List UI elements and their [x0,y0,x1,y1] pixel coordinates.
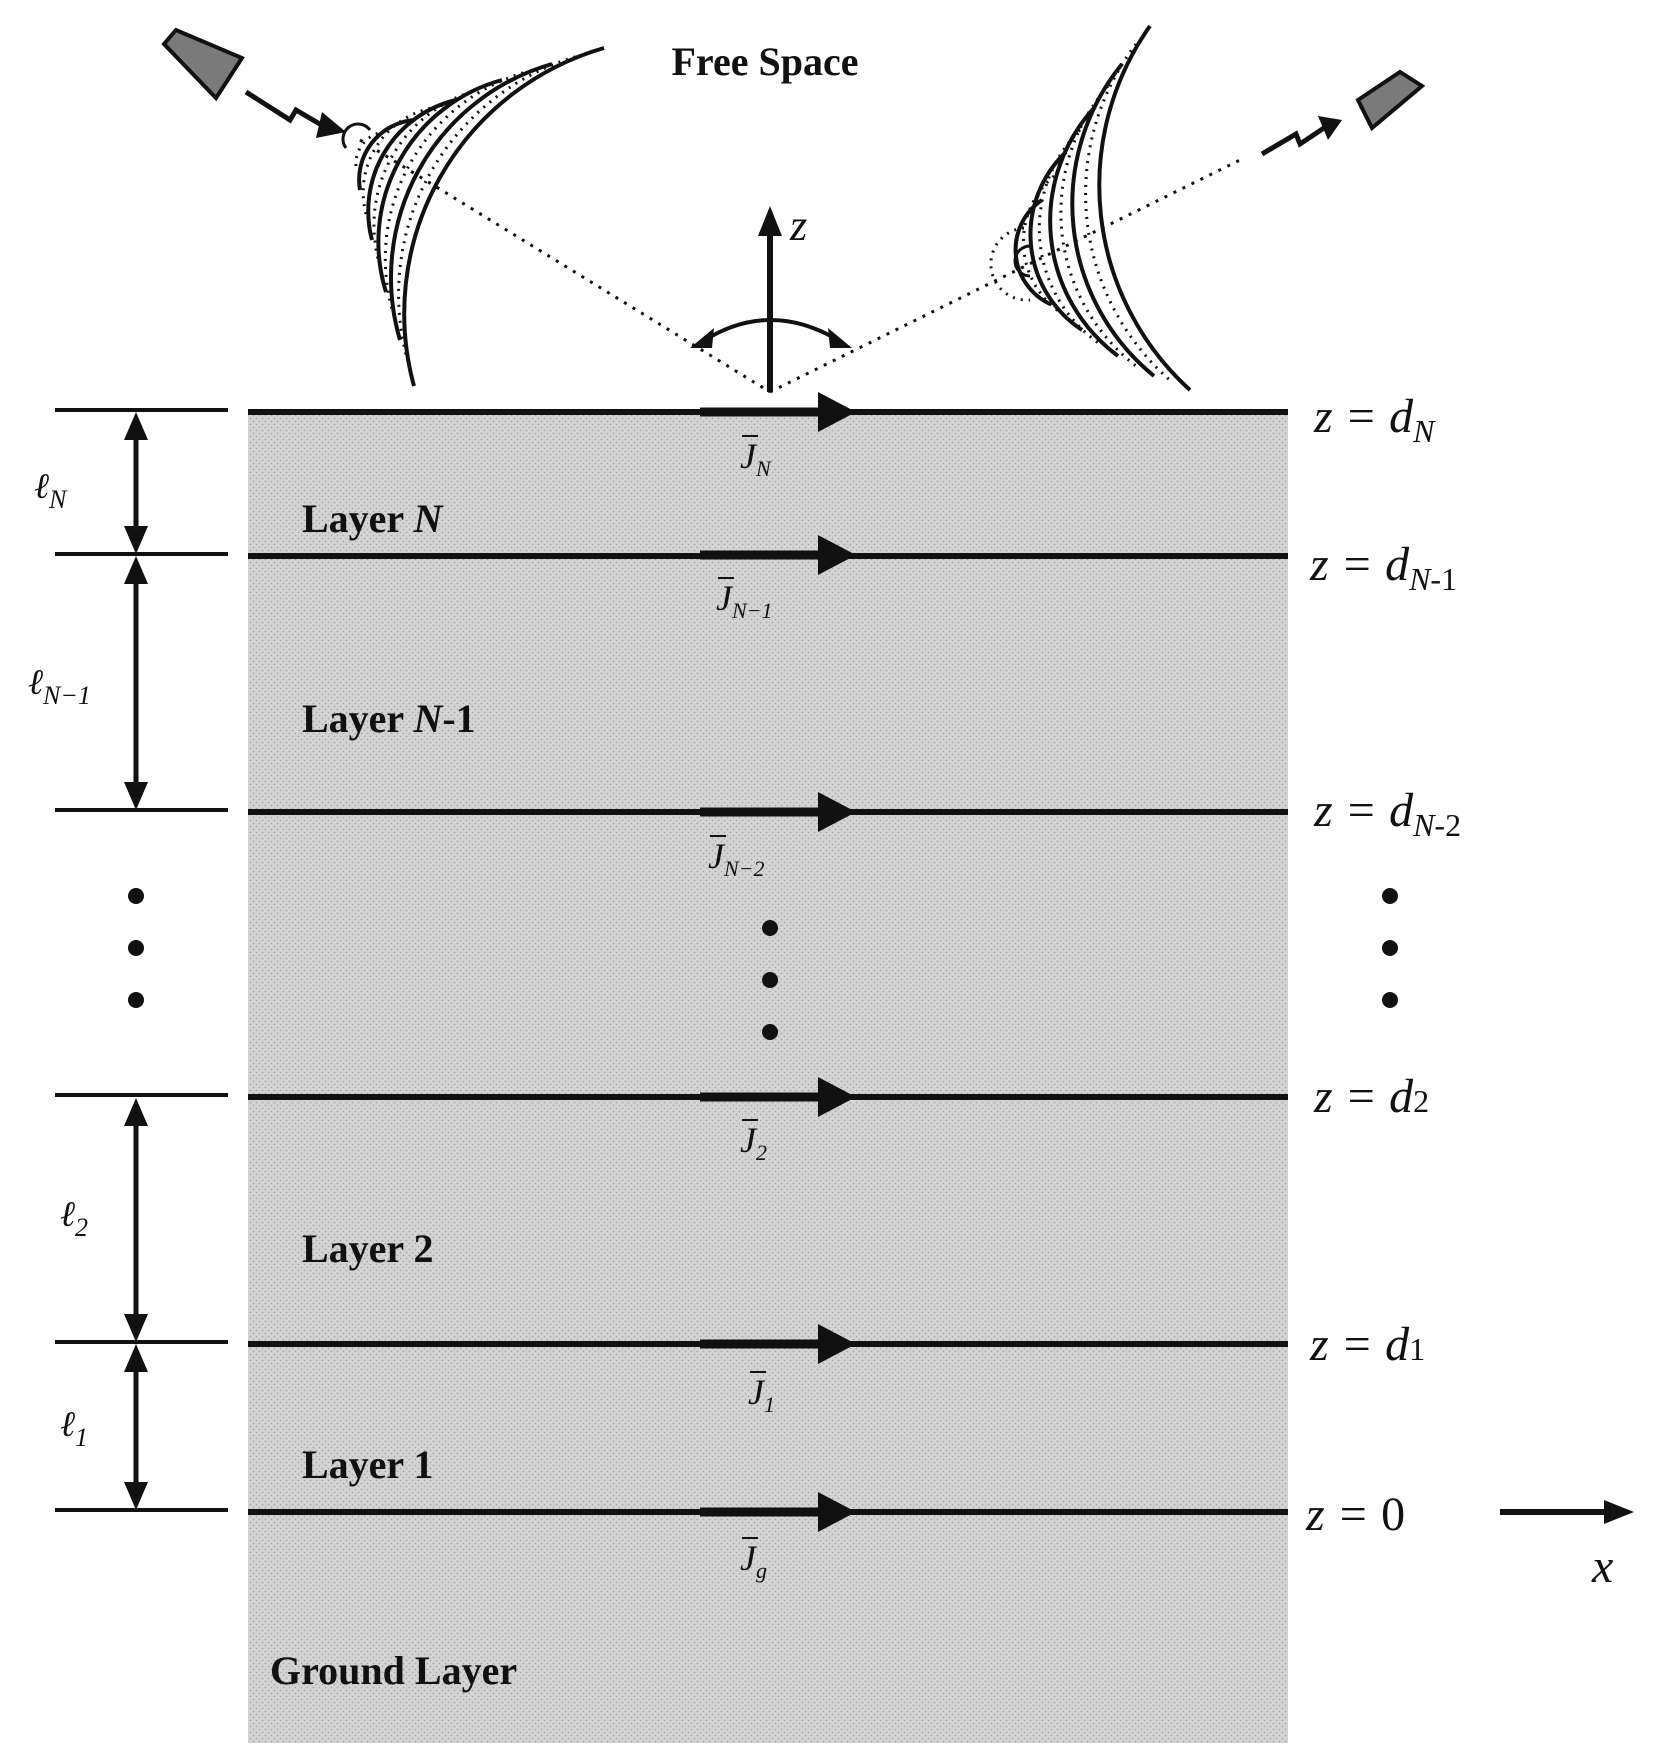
svg-text:JN: JN [740,436,772,481]
interface-3: z = dN-2 JN−2 [55,784,1461,881]
incident-wavefronts [341,46,605,387]
svg-text:z = d1: z = d1 [1309,1318,1425,1371]
interface-1: z = dN JN [55,390,1436,481]
svg-text:J1: J1 [748,1372,775,1417]
interface-4: z = d2 J2 [55,1070,1429,1165]
svg-text:z = dN-2: z = dN-2 [1313,784,1461,843]
interface-5: z = d1 J1 [55,1318,1425,1417]
interface-6: z = 0 Jg [55,1488,1405,1583]
svg-text:J2: J2 [740,1120,767,1165]
layer-label-ground: Ground Layer [270,1648,517,1693]
transmit-antenna-icon [161,27,245,102]
svg-text:z = 0: z = 0 [1305,1488,1405,1541]
layer-label-2: Layer 2 [302,1226,433,1271]
thickness-label-n: ℓN [34,466,68,514]
lightning-arrow-icon [244,89,346,138]
receive-antenna-icon [1355,69,1426,132]
rotation-arrow [703,318,840,342]
thickness-arrows [124,412,148,1510]
x-axis-arrowhead [1604,1500,1634,1524]
x-axis-label: x [1591,1540,1613,1593]
svg-text:Jg: Jg [740,1538,767,1583]
layer-label-n: Layer N [302,496,444,541]
layer-label-n-1: Layer N-1 [302,696,476,741]
svg-text:z = d2: z = d2 [1313,1070,1429,1123]
lightning-arrow-icon [1260,116,1342,157]
svg-text:JN−1: JN−1 [716,578,773,623]
thickness-label-n-1: ℓN−1 [28,662,91,710]
thickness-label-2: ℓ2 [60,1194,88,1242]
incident-ray [359,138,771,394]
z-axis-arrowhead [758,206,782,236]
reflected-ray [769,158,1241,394]
svg-text:z = dN-1: z = dN-1 [1309,538,1457,597]
svg-text:z = dN: z = dN [1313,390,1436,449]
thickness-label-1: ℓ1 [60,1404,88,1452]
ellipsis-right [1382,888,1398,1008]
ellipsis-center [762,920,778,1040]
rotation-arrowhead-left [690,328,714,348]
free-space-label: Free Space [672,39,859,84]
interface-2: z = dN-1 JN−1 [55,535,1457,623]
rotation-arrowhead-right [828,328,852,348]
layered-medium [248,410,1288,1743]
z-axis-label: z [789,201,807,250]
ellipsis-left [128,888,144,1008]
reflected-wavefronts [989,24,1192,392]
svg-text:JN−2: JN−2 [708,836,765,881]
layer-label-1: Layer 1 [302,1442,433,1487]
